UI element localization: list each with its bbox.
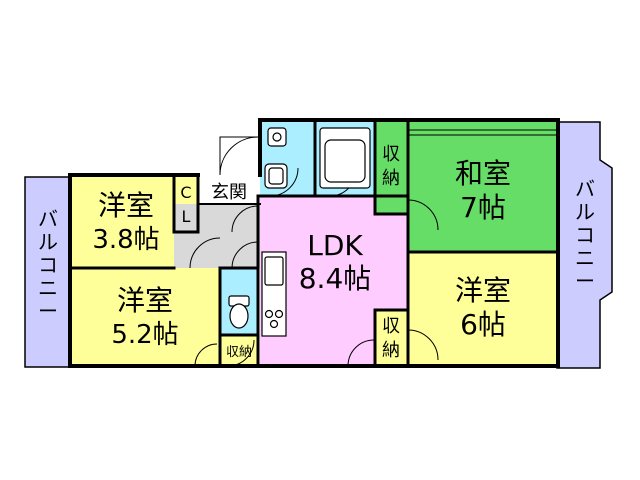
balcony-left-char-4: ニ bbox=[38, 276, 58, 300]
balcony-right-char-1: バ bbox=[575, 177, 595, 201]
balcony-left-label: バ ル コ ニ ー bbox=[38, 207, 58, 323]
entrance-label: 玄関 bbox=[211, 182, 247, 203]
room-western-38-name: 洋室 bbox=[98, 189, 154, 222]
balcony-left-char-1: バ bbox=[38, 207, 58, 231]
room-ldk-size: 8.4帖 bbox=[299, 262, 372, 295]
room-japanese-7 bbox=[408, 120, 558, 252]
room-ldk-name: LDK bbox=[307, 229, 363, 262]
room-western-6-name: 洋室 bbox=[455, 274, 511, 307]
room-western-52-size: 5.2帖 bbox=[111, 320, 178, 350]
storage-top-char-1: 収 bbox=[382, 144, 400, 165]
balcony-right-char-2: ル bbox=[575, 200, 595, 224]
balcony-right-char-3: コ bbox=[575, 223, 595, 247]
balcony-left-char-5: ー bbox=[38, 299, 58, 323]
storage-top-char-2: 納 bbox=[382, 168, 400, 189]
balcony-left-char-2: ル bbox=[38, 230, 58, 254]
room-western-6 bbox=[408, 252, 558, 366]
balcony-right-char-4: ニ bbox=[575, 246, 595, 270]
balcony-left bbox=[24, 176, 72, 368]
storage-mid-char-2: 納 bbox=[382, 340, 400, 361]
balcony-left-char-3: コ bbox=[38, 253, 58, 277]
small-labels: 玄関 C L 収 納 収 納 収納 bbox=[180, 144, 400, 361]
balcony-right bbox=[556, 121, 613, 369]
tatami-lines bbox=[408, 129, 558, 136]
balcony-right-char-5: ー bbox=[575, 269, 595, 293]
balcony-right-label: バ ル コ ニ ー bbox=[575, 177, 595, 293]
storage-small-label: 収納 bbox=[226, 345, 252, 360]
room-western-6-size: 6帖 bbox=[460, 308, 506, 341]
room-japanese-7-name: 和室 bbox=[455, 157, 511, 190]
room-western-52 bbox=[70, 268, 220, 365]
walls bbox=[68, 118, 560, 368]
room-labels: 洋室 3.8帖 洋室 5.2帖 LDK 8.4帖 和室 7帖 洋室 6帖 bbox=[92, 157, 511, 350]
room-japanese-7-size: 7帖 bbox=[460, 191, 506, 224]
room-western-38 bbox=[70, 175, 174, 268]
entrance-floor bbox=[174, 204, 260, 268]
fixtures bbox=[228, 127, 371, 337]
closet-c-label: C bbox=[180, 183, 191, 202]
room-western-52-name: 洋室 bbox=[117, 284, 173, 317]
storage-top bbox=[375, 120, 408, 214]
door-swings bbox=[189, 136, 439, 367]
closet-l-label: L bbox=[182, 207, 191, 226]
storage-mid bbox=[375, 310, 408, 366]
entrance-step bbox=[198, 175, 260, 205]
room-western-38-size: 3.8帖 bbox=[92, 225, 159, 255]
storage-mid-char-1: 収 bbox=[382, 316, 400, 337]
